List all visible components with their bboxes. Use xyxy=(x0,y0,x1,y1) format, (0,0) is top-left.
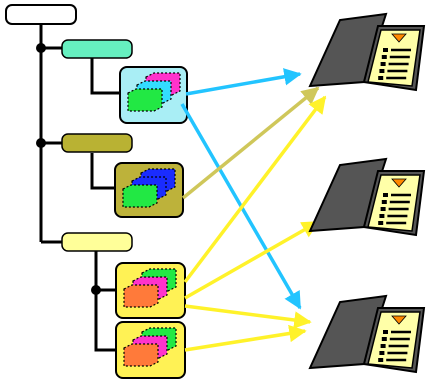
book-bullet xyxy=(381,337,387,341)
sub-branch-3a xyxy=(94,251,116,292)
book-emblem-icon xyxy=(391,178,407,188)
book-icon-3[interactable] xyxy=(308,294,426,374)
arrow-stack-3-to-book-1 xyxy=(183,95,327,284)
book-icon-1[interactable] xyxy=(308,12,426,92)
tree-junction-dots xyxy=(36,43,101,295)
group-node-3[interactable] xyxy=(61,232,133,252)
arrow-stack-2-to-book-1 xyxy=(181,86,320,200)
book-bullet xyxy=(381,200,387,204)
book-emblem-icon xyxy=(391,33,407,43)
tree-connectors xyxy=(39,24,120,352)
layer-stack-node-3[interactable] xyxy=(115,262,186,319)
book-bullet xyxy=(378,76,384,80)
layer-stack-node-4[interactable] xyxy=(115,321,186,379)
arrow-stack-3-to-book-2 xyxy=(184,220,320,300)
stack-layer xyxy=(122,184,158,208)
stack-layer xyxy=(123,284,159,308)
root-node[interactable] xyxy=(5,4,77,25)
sub-branch-1 xyxy=(90,58,120,95)
layer-stack-node-1[interactable] xyxy=(119,66,188,124)
layer-stack-node-2[interactable] xyxy=(114,162,184,218)
book-bullet xyxy=(383,330,388,334)
junction-dot xyxy=(36,43,46,53)
arrow-stack-3-to-book-3 xyxy=(184,304,312,329)
book-bullet xyxy=(379,69,385,73)
stack-layer xyxy=(127,88,163,112)
book-bullet xyxy=(383,193,388,197)
junction-dot xyxy=(91,285,101,295)
sub-branch-3b xyxy=(94,290,116,352)
group-node-1[interactable] xyxy=(61,39,133,59)
book-emblem-icon xyxy=(391,315,407,325)
mapping-arrows xyxy=(180,68,327,352)
book-icon-2[interactable] xyxy=(308,157,426,237)
arrow-stack-4-to-book-3 xyxy=(184,324,307,352)
book-bullet xyxy=(379,351,385,355)
junction-dot xyxy=(36,138,46,148)
stack-layer xyxy=(123,343,159,367)
book-bullet xyxy=(380,207,386,211)
sub-branch-2 xyxy=(90,153,115,190)
book-bullet xyxy=(378,221,384,225)
group-node-2[interactable] xyxy=(61,133,133,153)
book-bullet xyxy=(380,344,386,348)
book-bullet xyxy=(380,62,386,66)
book-bullet xyxy=(383,48,388,52)
book-bullet xyxy=(379,214,385,218)
book-bullet xyxy=(378,358,384,362)
arrow-stack-1-to-book-1 xyxy=(185,68,302,96)
book-bullet xyxy=(381,55,387,59)
